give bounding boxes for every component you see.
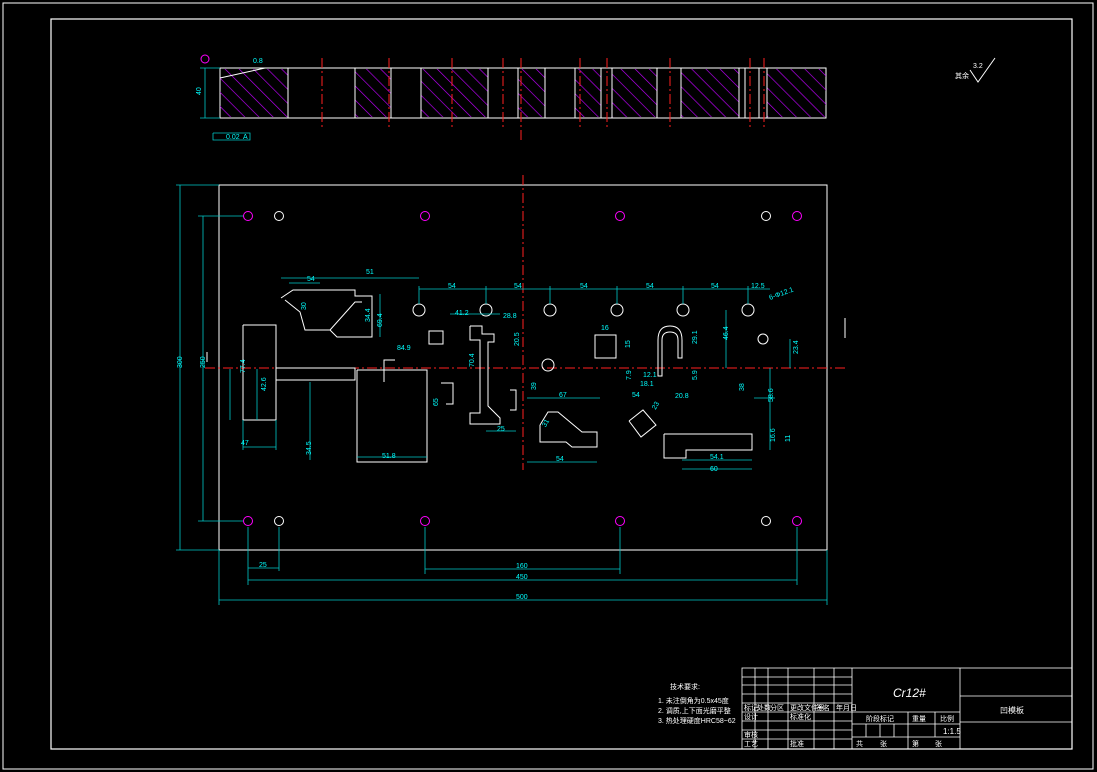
dim-38: 38 <box>739 383 746 391</box>
dim-69-4: 69.4 <box>377 313 384 327</box>
dim-28-8: 28.8 <box>503 313 517 320</box>
dim-54-d: 54 <box>646 283 654 290</box>
dim-overall-width: 500 <box>516 594 528 601</box>
dim-15: 15 <box>625 340 632 348</box>
roughness-symbol: 其余 3.2 <box>955 57 996 83</box>
dim-51-8: 51.8 <box>382 453 396 460</box>
material-text: Cr12# <box>893 686 926 700</box>
datum-circle <box>200 54 210 64</box>
tech-title: 技术要求: <box>670 682 700 691</box>
svg-text:更改文件号: 更改文件号 <box>790 703 825 712</box>
die-cavities <box>242 289 753 463</box>
dim-60: 60 <box>710 466 718 473</box>
roughness-small: 0.8 <box>253 58 263 65</box>
dim-7-9: 7.9 <box>626 370 633 380</box>
svg-text:标准化: 标准化 <box>790 712 811 721</box>
dim-31: 31 <box>541 418 551 428</box>
dim-5-9: 5.9 <box>692 370 699 380</box>
dim-11: 11 <box>785 435 792 442</box>
dim-47: 47 <box>241 440 249 447</box>
dim-holes: 6-Φ12.1 <box>768 287 794 302</box>
dim-67: 67 <box>559 392 567 399</box>
dim-54-c: 54 <box>580 283 588 290</box>
dim-77-4: 77.4 <box>240 359 247 373</box>
dim-edge-offset: 25 <box>259 562 267 569</box>
svg-text:签名: 签名 <box>816 703 830 712</box>
dim-16: 16 <box>601 325 609 332</box>
dim-29-1: 29.1 <box>692 330 699 344</box>
dim-54-e: 54 <box>711 283 719 290</box>
dim-42-6: 42.6 <box>261 377 268 391</box>
dim-16-6: 16.6 <box>770 428 777 442</box>
dim-center-span: 160 <box>516 563 528 570</box>
scale-text: 1:1.5 <box>943 727 961 736</box>
title-block <box>741 667 1073 750</box>
technical-notes: 技术要求: 1. 未注倒角为0.5x45度 2. 调质,上下面光磨平整 3. 热… <box>658 682 736 725</box>
svg-text:第: 第 <box>912 739 919 748</box>
dimension-lines <box>176 184 828 605</box>
dim-39: 39 <box>531 382 538 390</box>
datum-label: A <box>243 134 248 141</box>
dim-20-8: 20.8 <box>675 393 689 400</box>
svg-text:分区: 分区 <box>770 703 784 712</box>
dim-58-6: 58.6 <box>768 388 775 402</box>
dim-12-5: 12.5 <box>751 283 765 290</box>
dim-41-2: 41.2 <box>455 310 469 317</box>
dim-70-4: 70.4 <box>469 353 476 367</box>
dim-54-1: 54.1 <box>710 454 724 461</box>
dim-54-mid: 54 <box>632 392 640 399</box>
dim-25: 25 <box>497 426 505 433</box>
section-view: 40 0.02 A 0.8 <box>196 54 827 141</box>
dim-hole-span: 450 <box>516 574 528 581</box>
title-block-labels: 标记 处数 分区 更改文件号 签名 年月日 设计 标准化 审核 工艺 批准 阶段… <box>744 703 954 748</box>
dim-hole-height: 250 <box>200 356 207 368</box>
dim-84-9: 84.9 <box>397 345 411 352</box>
svg-text:张: 张 <box>880 739 887 748</box>
svg-text:工艺: 工艺 <box>744 740 758 748</box>
part-name-text: 凹模板 <box>1000 705 1024 715</box>
tech-note-1: 1. 未注倒角为0.5x45度 <box>658 696 729 705</box>
svg-text:比例: 比例 <box>940 714 954 723</box>
svg-text:年月日: 年月日 <box>836 703 857 712</box>
dim-54-top: 54 <box>307 276 315 283</box>
roughness-label: 其余 <box>955 71 969 80</box>
svg-text:标记: 标记 <box>744 703 758 712</box>
dim-20-5: 20.5 <box>514 332 521 346</box>
dim-54-a: 54 <box>448 283 456 290</box>
dim-51: 51 <box>366 269 374 276</box>
tech-note-3: 3. 热处理硬度HRC58~62 <box>658 716 736 725</box>
tech-note-2: 2. 调质,上下面光磨平整 <box>658 706 731 715</box>
roughness-value: 3.2 <box>973 63 983 70</box>
svg-text:共: 共 <box>856 739 863 748</box>
svg-text:审核: 审核 <box>744 730 758 739</box>
dim-54-b: 54 <box>514 283 522 290</box>
dim-overall-height: 300 <box>177 356 184 368</box>
dim-46-4: 46.4 <box>723 326 730 340</box>
dim-18-1: 18.1 <box>640 381 654 388</box>
svg-text:设计: 设计 <box>744 712 758 721</box>
svg-text:批准: 批准 <box>790 739 804 748</box>
dim-30: 30 <box>301 302 308 310</box>
thickness-dimension: 40 <box>196 87 203 95</box>
dim-23-4: 23.4 <box>793 340 800 354</box>
svg-text:阶段标记: 阶段标记 <box>866 714 894 723</box>
tolerance-value: 0.02 <box>226 134 240 141</box>
dim-34-5: 34.5 <box>306 441 313 455</box>
svg-text:重量: 重量 <box>912 715 926 723</box>
inner-frame <box>50 18 1073 750</box>
plan-view: 500 450 160 25 300 250 54 54 54 54 54 12… <box>176 175 846 605</box>
svg-text:张: 张 <box>935 739 942 748</box>
mounting-holes <box>243 211 802 526</box>
svg-text:处数: 处数 <box>757 703 771 712</box>
dim-34-4: 34.4 <box>365 308 372 322</box>
dim-12-1: 12.1 <box>643 372 657 379</box>
dim-54-low: 54 <box>556 456 564 463</box>
dim-23: 23 <box>651 401 661 411</box>
dim-65: 65 <box>433 398 440 406</box>
